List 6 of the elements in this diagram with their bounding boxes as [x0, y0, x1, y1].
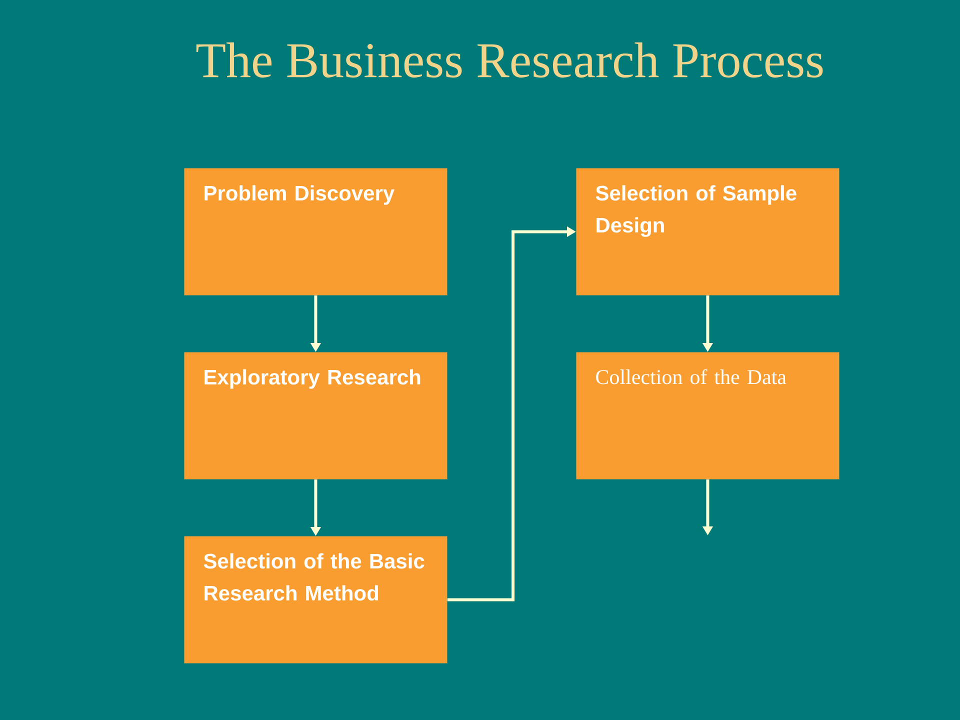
process-box: Selection of the Basic Research Method — [184, 536, 448, 664]
process-box: Collection of the Data — [576, 352, 840, 480]
process-box: Problem Discovery — [184, 168, 448, 296]
title: The Business Research Process — [196, 42, 823, 78]
process-box: Exploratory Research — [184, 352, 448, 480]
process-box: Selection of Sample Design — [576, 168, 840, 296]
